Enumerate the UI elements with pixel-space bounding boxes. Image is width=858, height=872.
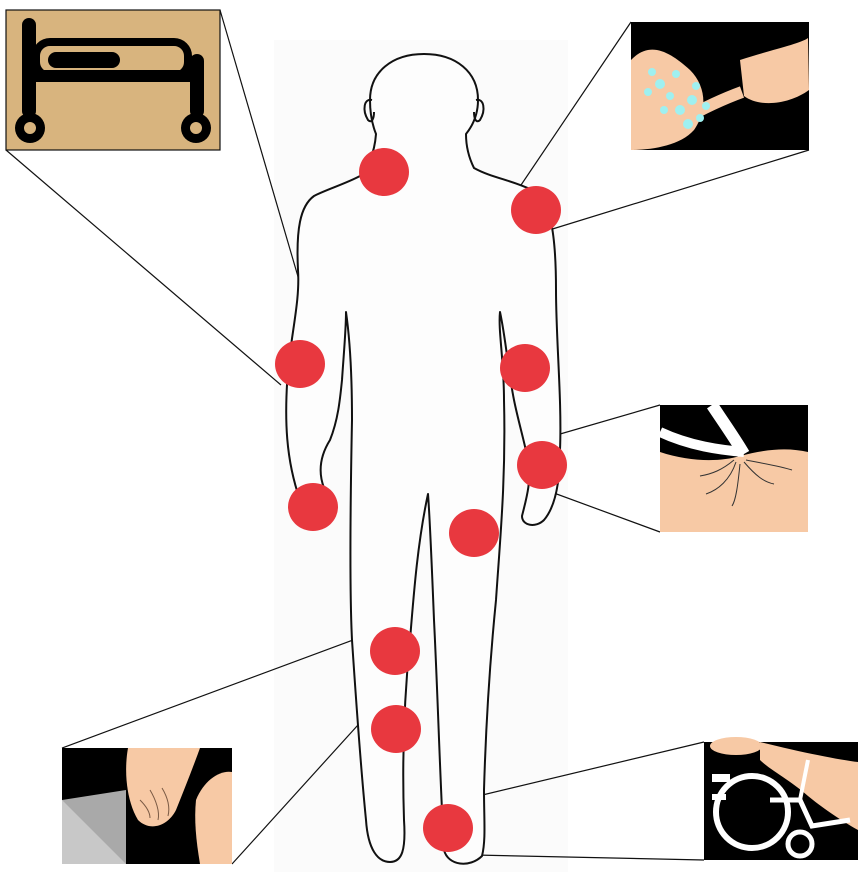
knee-marker: [370, 627, 420, 675]
heel-marker: [423, 804, 473, 852]
right-elbow-marker: [275, 340, 325, 388]
knees-picture: [62, 748, 232, 864]
wrist-marker: [517, 441, 567, 489]
wheelchair-icon: [704, 737, 858, 860]
shin-marker: [371, 705, 421, 753]
left-elbow-marker: [500, 344, 550, 392]
washing-arm-picture: [631, 22, 809, 150]
back-of-head-marker: [359, 148, 409, 196]
shoulder-marker: [511, 186, 561, 234]
skin-fold-picture: [660, 405, 808, 532]
hand-marker: [288, 483, 338, 531]
hip-marker: [449, 509, 499, 557]
hospital-bed-icon: [6, 10, 220, 150]
